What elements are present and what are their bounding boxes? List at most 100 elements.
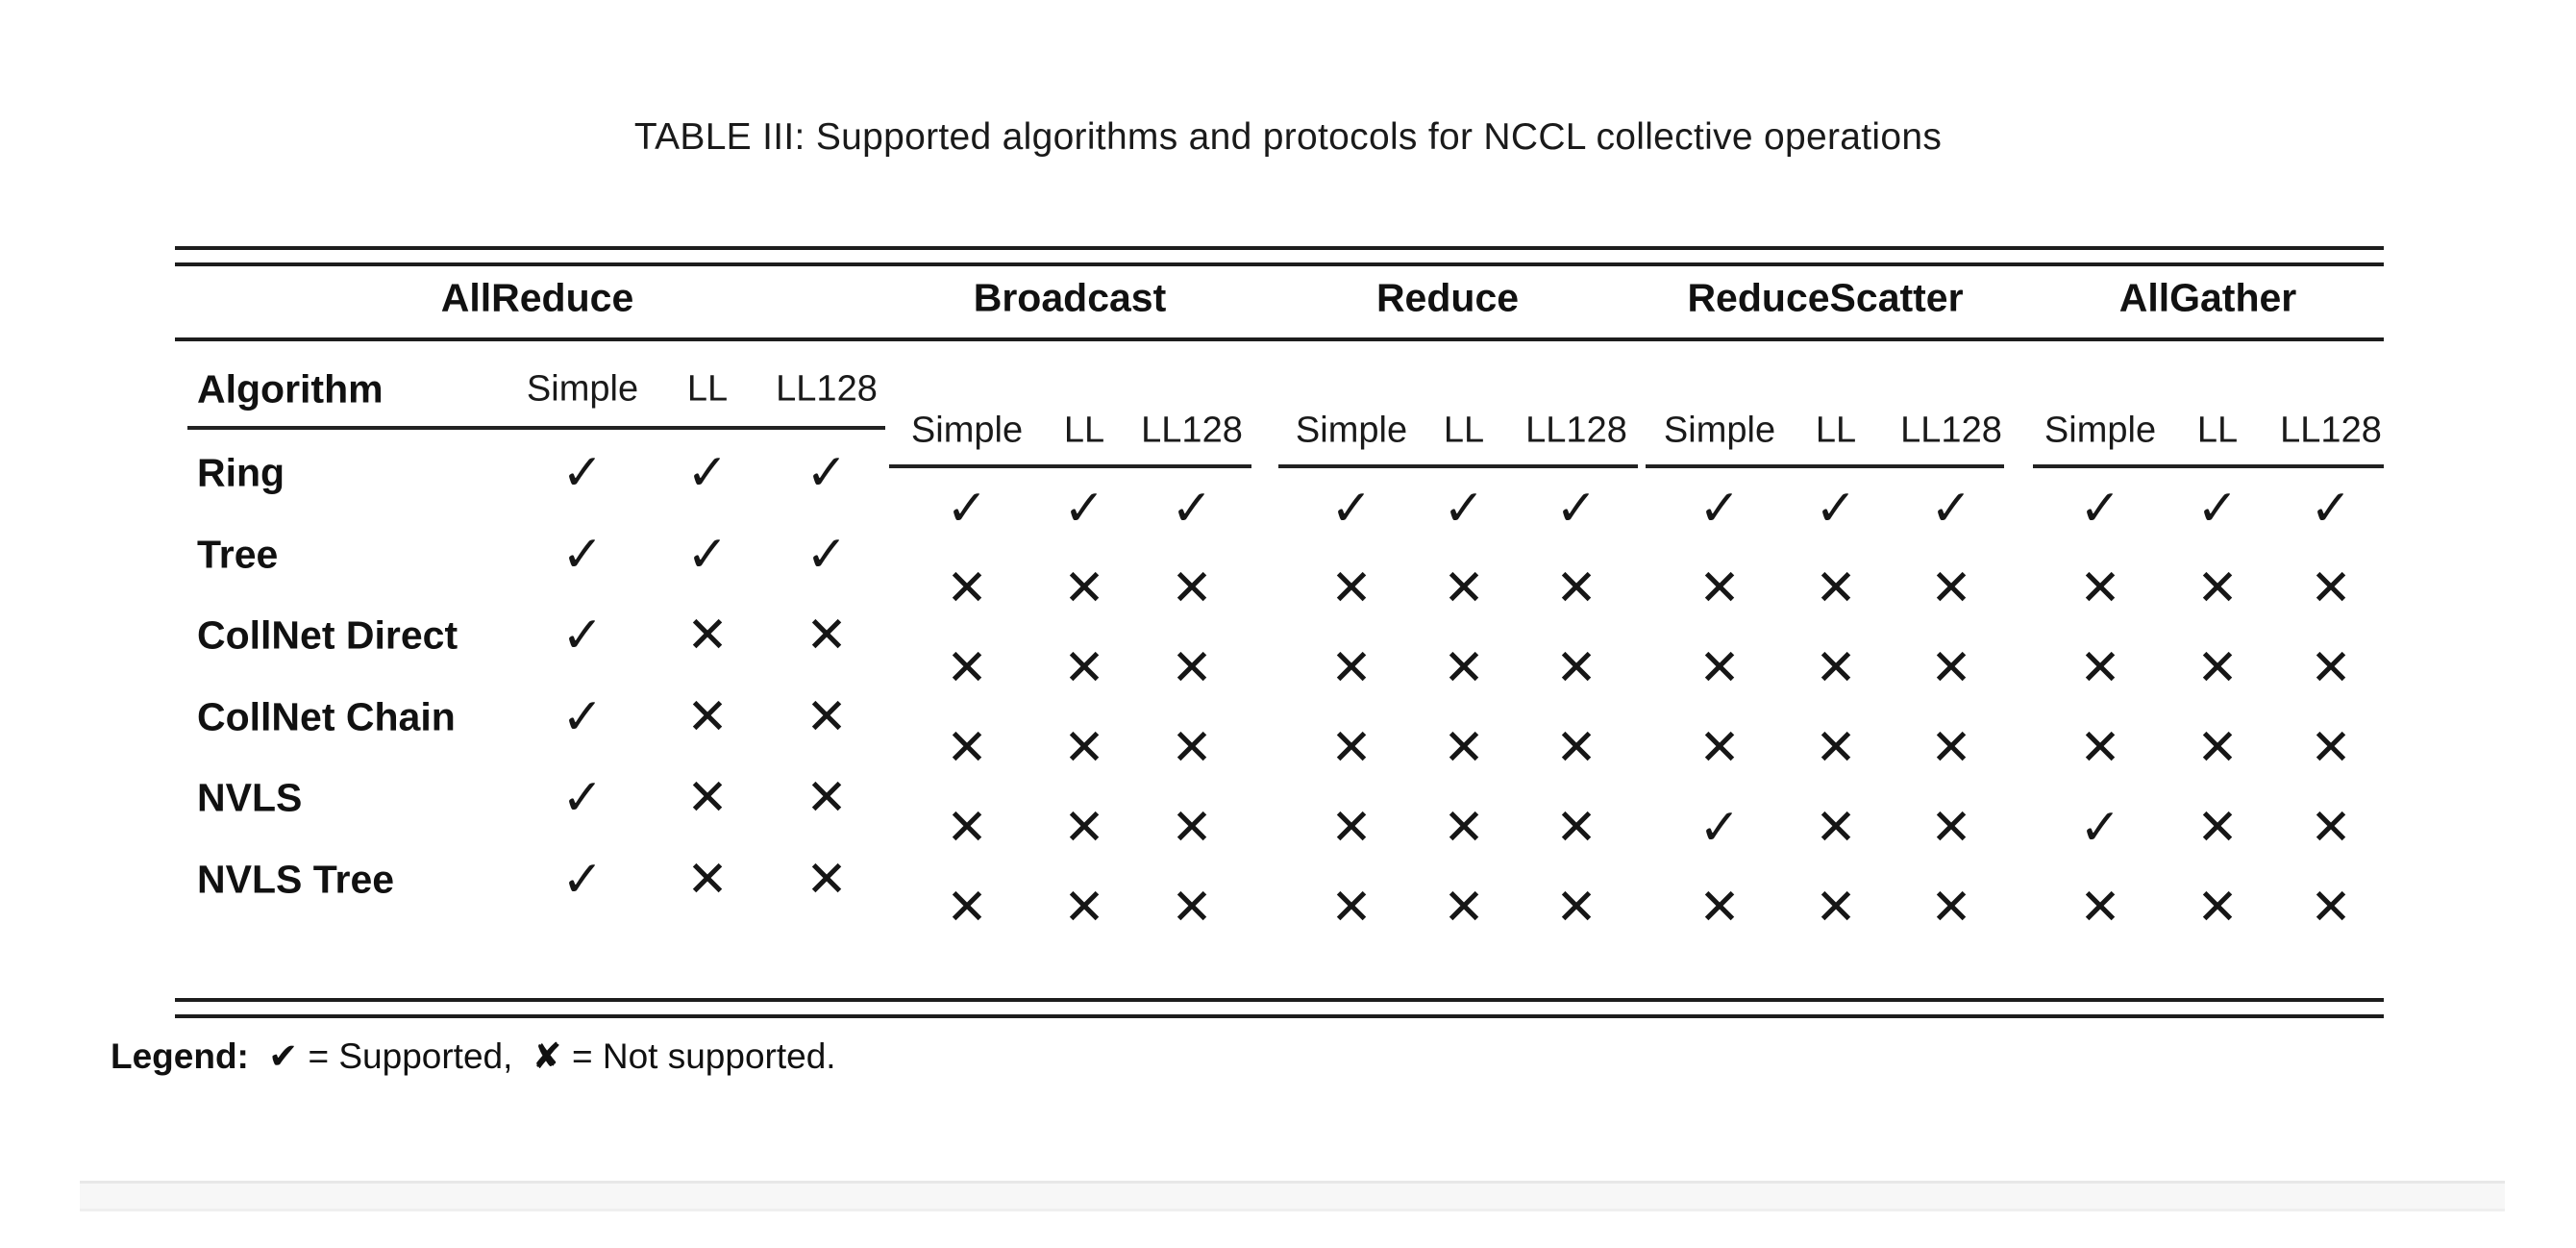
- cross-mark-icon: ✕: [1555, 719, 1598, 777]
- check-mark-icon: ✓: [561, 851, 604, 909]
- algorithm-row-label: Ring: [197, 450, 285, 495]
- column-group-reducescatter: ReduceScatter: [1687, 275, 1964, 320]
- cross-mark-icon: ✕: [1815, 639, 1857, 697]
- check-mark-icon: ✓: [1698, 480, 1741, 537]
- legend: Legend: ✔ = Supported, ✘ = Not supported…: [111, 1036, 836, 1077]
- cross-mark-icon: ✕: [1330, 879, 1373, 936]
- column-group-allreduce: AllReduce: [440, 275, 634, 320]
- cmidrule-allgather: [2033, 464, 2384, 468]
- cross-mark-icon: ✕: [1171, 879, 1213, 936]
- algorithm-row-label: CollNet Direct: [197, 612, 458, 658]
- cross-mark-icon: ✕: [1555, 799, 1598, 857]
- check-mark-icon: ✓: [1171, 480, 1213, 537]
- cross-mark-icon: ✕: [2310, 719, 2352, 777]
- legend-not-supported-text: = Not supported.: [571, 1036, 836, 1076]
- check-mark-icon: ✓: [2310, 480, 2352, 537]
- cross-mark-icon: ✕: [1930, 799, 1972, 857]
- algorithm-row-label: NVLS: [197, 775, 303, 820]
- check-mark-icon: ✓: [561, 444, 604, 502]
- check-mark-icon: ✓: [2079, 799, 2121, 857]
- cross-mark-icon: ✕: [1930, 879, 1972, 936]
- protocol-header: LL: [2196, 410, 2239, 451]
- cross-mark-icon: ✕: [1698, 879, 1741, 936]
- protocol-header: LL: [1815, 410, 1857, 451]
- cross-mark-icon: ✕: [805, 851, 848, 909]
- check-mark-icon: ✓: [946, 480, 988, 537]
- cross-mark-icon: ✕: [1443, 560, 1485, 617]
- cross-mark-icon: ✕: [1330, 639, 1373, 697]
- cross-mark-icon: ✕: [2310, 560, 2352, 617]
- cross-mark-icon: ✕: [2079, 879, 2121, 936]
- check-mark-icon: ✓: [561, 607, 604, 664]
- check-mark-icon: ✓: [805, 526, 848, 584]
- check-mark-icon: ✓: [686, 526, 729, 584]
- protocol-header: Simple: [526, 368, 639, 410]
- protocol-header: LL: [1063, 410, 1105, 451]
- cross-mark-icon: ✕: [2079, 719, 2121, 777]
- cross-mark-icon: ✕: [2196, 719, 2239, 777]
- cross-mark-icon: ✕: [1330, 560, 1373, 617]
- cross-mark-icon: ✕: [686, 688, 729, 746]
- cross-mark-icon: ✕: [1698, 719, 1741, 777]
- cross-mark-icon: ✕: [1555, 560, 1598, 617]
- cross-mark-icon: ✕: [1930, 719, 1972, 777]
- cross-mark-icon: ✕: [1330, 799, 1373, 857]
- cross-mark-icon: ✕: [1555, 879, 1598, 936]
- cross-mark-icon: ✕: [1443, 879, 1485, 936]
- cross-mark-icon: ✕: [2310, 799, 2352, 857]
- legend-check-icon: ✔: [268, 1036, 299, 1077]
- cross-mark-icon: ✕: [1171, 560, 1213, 617]
- protocol-header: LL128: [1141, 410, 1243, 451]
- cross-mark-icon: ✕: [1171, 799, 1213, 857]
- cross-mark-icon: ✕: [1930, 639, 1972, 697]
- check-mark-icon: ✓: [561, 526, 604, 584]
- legend-cross-icon: ✘: [532, 1036, 562, 1077]
- check-mark-icon: ✓: [2196, 480, 2239, 537]
- column-group-broadcast: Broadcast: [973, 275, 1167, 320]
- check-mark-icon: ✓: [561, 688, 604, 746]
- cross-mark-icon: ✕: [805, 688, 848, 746]
- cmidrule-broadcast: [889, 464, 1251, 468]
- protocol-header: LL128: [1900, 410, 2002, 451]
- check-mark-icon: ✓: [1063, 480, 1105, 537]
- table-bottom-rule: [175, 998, 2384, 1018]
- cross-mark-icon: ✕: [2310, 879, 2352, 936]
- header-rule: [175, 337, 2384, 341]
- cross-mark-icon: ✕: [1443, 799, 1485, 857]
- protocol-header: Simple: [1663, 410, 1776, 451]
- algorithm-column-header: Algorithm: [197, 366, 384, 412]
- check-mark-icon: ✓: [805, 444, 848, 502]
- algorithm-row-label: NVLS Tree: [197, 857, 395, 902]
- table-caption: TABLE III: Supported algorithms and prot…: [633, 116, 1943, 158]
- cross-mark-icon: ✕: [686, 607, 729, 664]
- algorithm-row-label: Tree: [197, 532, 279, 577]
- column-group-reduce: Reduce: [1375, 275, 1520, 320]
- check-mark-icon: ✓: [2079, 480, 2121, 537]
- cross-mark-icon: ✕: [1698, 560, 1741, 617]
- cross-mark-icon: ✕: [1063, 560, 1105, 617]
- cross-mark-icon: ✕: [805, 769, 848, 827]
- cross-mark-icon: ✕: [1063, 879, 1105, 936]
- column-group-allgather: AllGather: [2118, 275, 2297, 320]
- cross-mark-icon: ✕: [946, 719, 988, 777]
- cross-mark-icon: ✕: [1063, 639, 1105, 697]
- check-mark-icon: ✓: [561, 769, 604, 827]
- cross-mark-icon: ✕: [1815, 799, 1857, 857]
- cross-mark-icon: ✕: [1063, 719, 1105, 777]
- protocol-header: LL128: [2280, 410, 2382, 451]
- check-mark-icon: ✓: [1698, 799, 1741, 857]
- cross-mark-icon: ✕: [1930, 560, 1972, 617]
- check-mark-icon: ✓: [1330, 480, 1373, 537]
- footer-bar: [80, 1181, 2505, 1211]
- cross-mark-icon: ✕: [946, 560, 988, 617]
- cmidrule-reducescatter: [1646, 464, 2004, 468]
- check-mark-icon: ✓: [1815, 480, 1857, 537]
- cross-mark-icon: ✕: [686, 769, 729, 827]
- cross-mark-icon: ✕: [1815, 560, 1857, 617]
- cross-mark-icon: ✕: [2079, 639, 2121, 697]
- protocol-header: Simple: [2043, 410, 2157, 451]
- cross-mark-icon: ✕: [2079, 560, 2121, 617]
- cross-mark-icon: ✕: [1063, 799, 1105, 857]
- support-table: AllReduce Broadcast Reduce ReduceScatter…: [175, 246, 2384, 1018]
- cross-mark-icon: ✕: [2196, 560, 2239, 617]
